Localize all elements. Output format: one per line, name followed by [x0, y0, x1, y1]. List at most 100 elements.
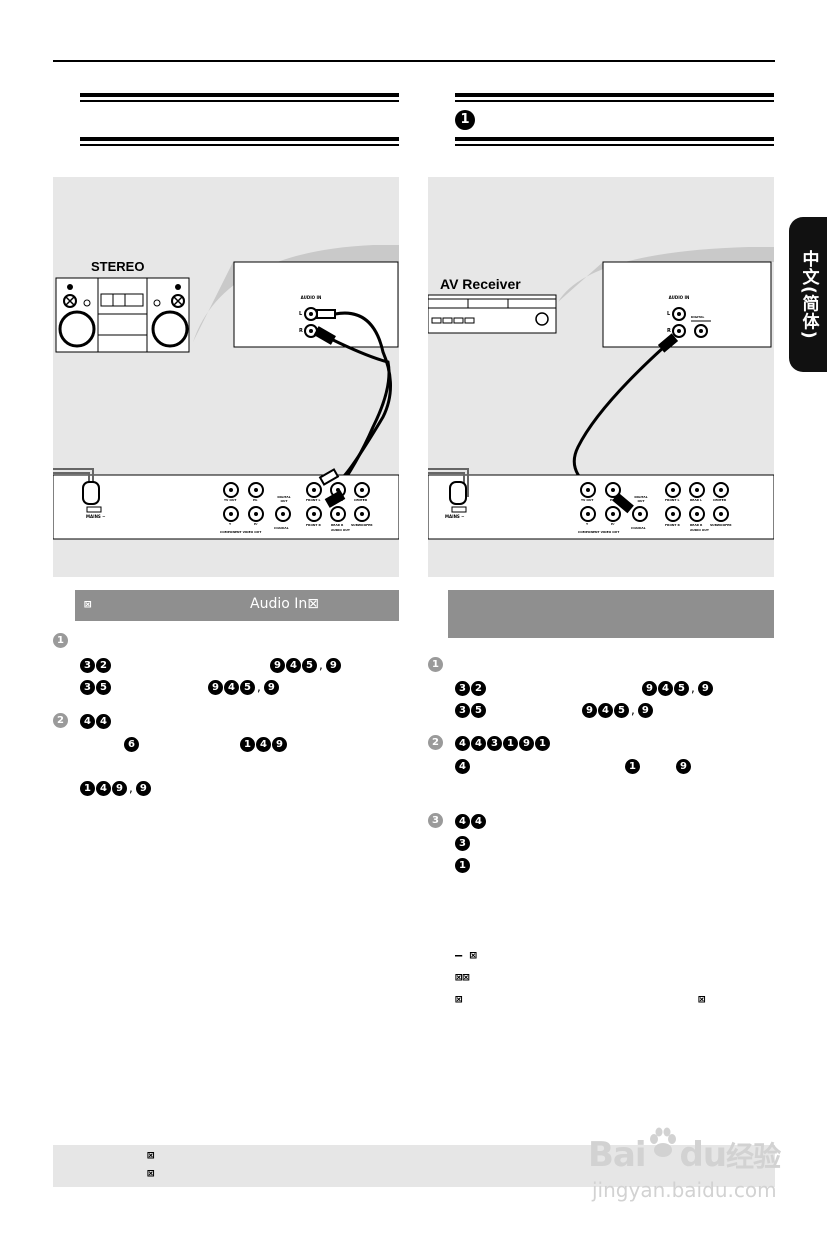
digit-badge: 3	[80, 679, 95, 695]
digit-badge: 4	[658, 680, 673, 696]
top-rule	[53, 60, 775, 62]
digit-badge: 5	[614, 702, 629, 718]
digit-badge: 9	[676, 758, 691, 774]
digit-badge: 1	[80, 780, 95, 796]
digit-badge: 2	[96, 657, 111, 673]
digit-badge: 1	[625, 758, 640, 774]
right-step-2-line-2c: 9	[676, 758, 692, 774]
digit-badge: 5	[471, 702, 486, 718]
footer-line-1: ⊠	[147, 1148, 155, 1162]
av-receiver-label: AV Receiver	[440, 276, 521, 292]
left-step-1-number: 1	[53, 633, 68, 648]
audio-out-label: AUDIO OUT	[331, 528, 350, 532]
right-note-double-box: ⊠⊠	[455, 970, 470, 984]
digit-badge: 3	[455, 835, 470, 851]
right-header-bar-top2	[455, 100, 774, 102]
digit-badge: 9	[519, 735, 534, 751]
subwoofer-label: SUBWOOFER	[351, 523, 373, 527]
digit-badge: 9	[642, 680, 657, 696]
right-step-2-number: 2	[428, 735, 443, 750]
left-header-bar-top2	[80, 100, 399, 102]
y-label: Y	[586, 522, 589, 526]
watermark-url: jingyan.baidu.com	[592, 1178, 777, 1202]
right-header-bar-bottom	[455, 137, 774, 141]
left-header-bar-bottom	[80, 137, 399, 141]
center-label: CENTER	[354, 498, 368, 502]
digit-badge: 9	[208, 679, 223, 695]
coaxial-label: COAXIAL	[631, 526, 646, 530]
digit-badge: 4	[471, 735, 486, 751]
right-note-box-left: ⊠	[455, 992, 463, 1006]
digit-badge: 1	[240, 736, 255, 752]
digit-badge: 9	[582, 702, 597, 718]
digit-badge: 3	[455, 680, 470, 696]
rear-l-label: REAR L	[690, 498, 702, 502]
rear-l-label: REAR L	[331, 498, 343, 502]
caption-audio-in-text: Audio In⊠	[250, 596, 319, 612]
component-video-out-label: COMPONENT VIDEO OUT	[220, 530, 262, 534]
digit-badge: 3	[487, 735, 502, 751]
watermark-brand-du: du	[679, 1135, 728, 1175]
left-figure: STEREO AUDIO IN L R MAINS ~ TV OUT Pb Y …	[53, 177, 399, 577]
audio-in-label: AUDIO IN	[668, 295, 690, 300]
mains-label: MAINS ~	[445, 514, 465, 519]
y-label: Y	[229, 522, 232, 526]
r-label: R	[299, 328, 303, 334]
right-step-2-line-2: 4	[455, 758, 471, 774]
digit-badge: 9	[112, 780, 127, 796]
digit-badge: 1	[455, 857, 470, 873]
digital-out-label: DIGITAL OUT	[277, 495, 291, 503]
tv-out-label: TV OUT	[581, 498, 594, 502]
audio-out-label: AUDIO OUT	[690, 528, 709, 532]
coaxial-label: COAXIAL	[274, 526, 289, 530]
right-figure: AV Receiver AUDIO IN DIGITAL L R MAINS ~…	[428, 177, 774, 577]
mains-label: MAINS ~	[86, 514, 106, 519]
language-tab-label: 中文(简体)	[798, 249, 819, 340]
front-r-label: FRONT R	[306, 523, 321, 527]
right-step-1-number: 1	[428, 657, 443, 672]
digital-label: DIGITAL	[691, 315, 705, 319]
digit-badge: 5	[674, 680, 689, 696]
baidu-watermark-logo: Bai du经验	[588, 1127, 781, 1175]
digit-badge: 4	[286, 657, 301, 673]
left-caption-bar: ⊠ Audio In⊠	[75, 590, 399, 621]
digit-badge: 2	[471, 680, 486, 696]
rear-r-label: REAR R	[690, 523, 703, 527]
digit-badge: 9	[637, 702, 653, 718]
digit-badge: 9	[272, 736, 287, 752]
pr-label: Pr	[254, 522, 258, 526]
front-l-label: FRONT L	[306, 498, 321, 502]
right-step-2-line-2b: 1	[625, 758, 641, 774]
paw-icon	[646, 1126, 680, 1160]
digit-badge: 3	[455, 702, 470, 718]
tv-out-label: TV OUT	[224, 498, 237, 502]
digit-badge: 5	[96, 679, 111, 695]
left-header-bar-top	[80, 93, 399, 97]
digit-badge: 4	[224, 679, 239, 695]
pr-label: Pr	[611, 522, 615, 526]
right-step-3-line-2: 3	[455, 835, 471, 851]
caption-box-glyph: ⊠	[84, 597, 92, 611]
digit-badge: 6	[124, 736, 139, 752]
right-step-3-line-3: 1	[455, 857, 471, 873]
watermark-brand: Bai	[588, 1135, 647, 1175]
digit-badge: 4	[455, 758, 470, 774]
digit-badge: 9	[135, 780, 151, 796]
right-step-3-number: 3	[428, 813, 443, 828]
digit-badge: 1	[535, 735, 550, 751]
left-step-2-number: 2	[53, 713, 68, 728]
component-video-out-label: COMPONENT VIDEO OUT	[578, 530, 620, 534]
digit-badge: 4	[96, 780, 111, 796]
digit-badge: 5	[240, 679, 255, 695]
digital-out-label: DIGITAL OUT	[634, 495, 648, 503]
right-header-bar-top	[455, 93, 774, 97]
digit-badge: 4	[256, 736, 271, 752]
